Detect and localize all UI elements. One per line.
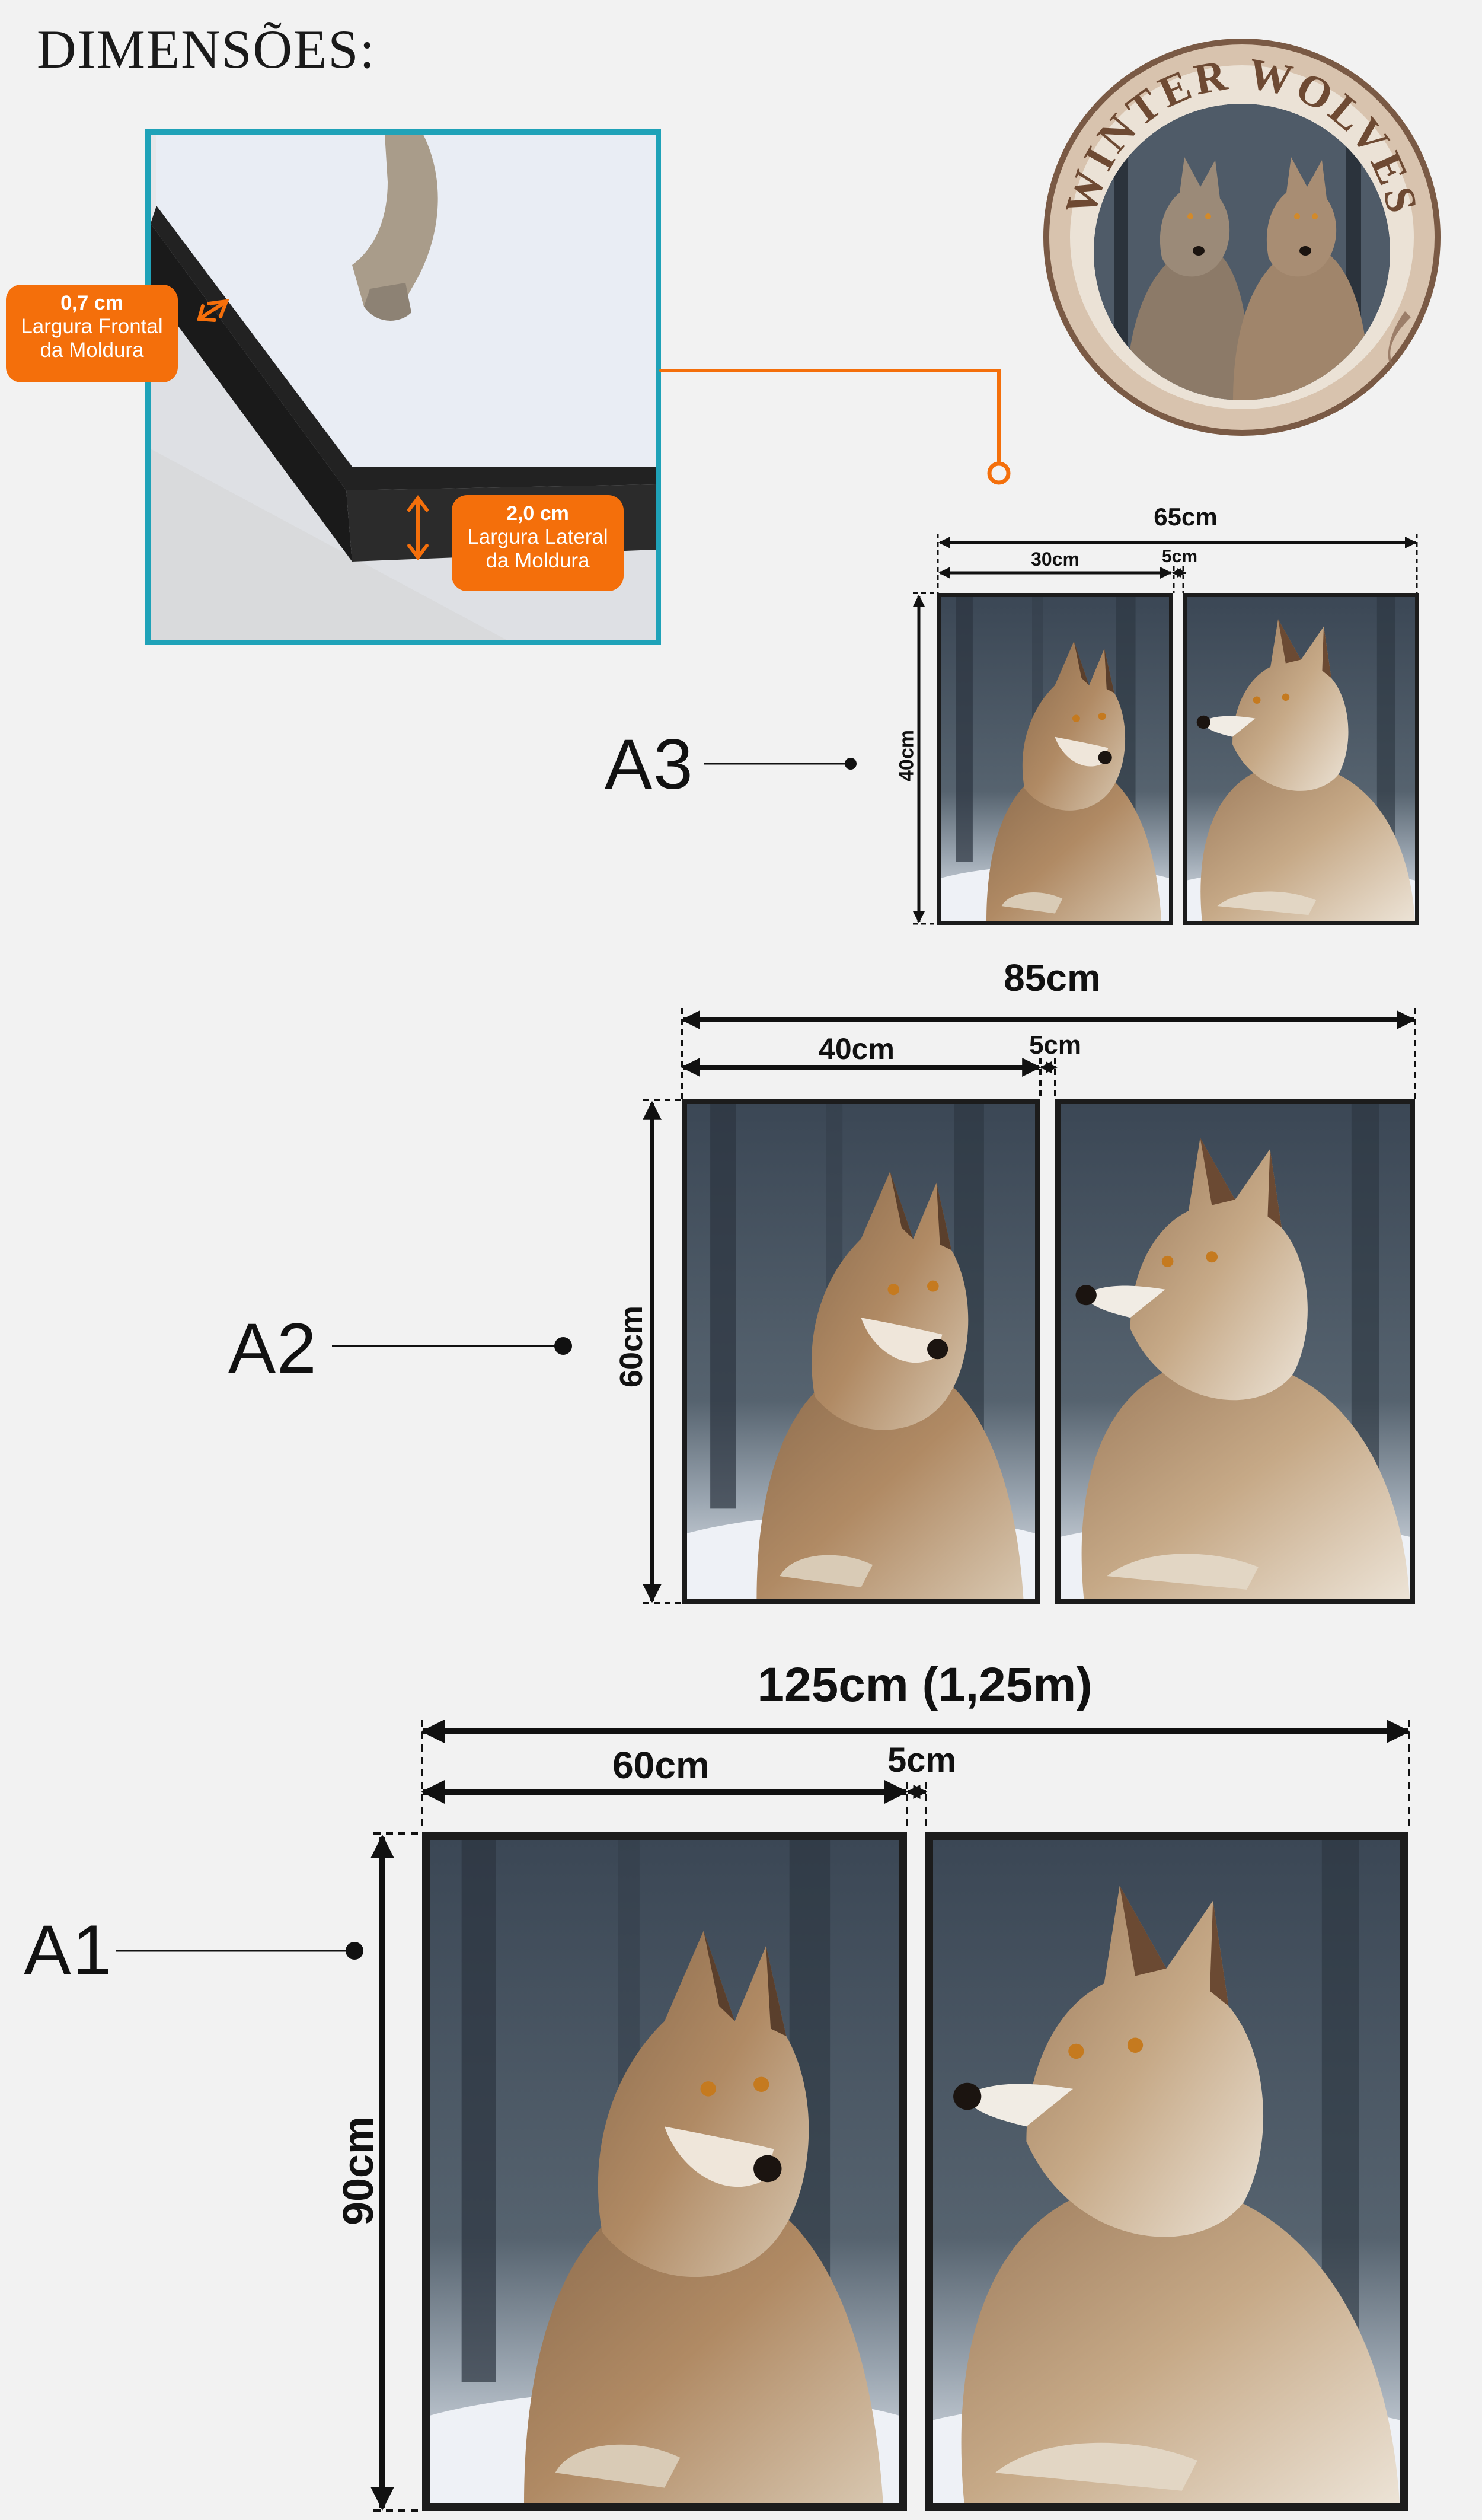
a2-total-width: 85cm <box>1004 956 1101 999</box>
winter-wolves-logo: WINTER WOLVES <box>1037 33 1446 442</box>
a1-panel-left <box>422 1832 907 2511</box>
front-width-value: 0,7 cm <box>60 292 123 314</box>
size-label-a3: A3 <box>605 725 694 804</box>
a3-panel-left <box>937 593 1173 925</box>
front-width-label-line2: da Moldura <box>40 339 144 362</box>
page-title: DIMENSÕES: <box>37 19 376 79</box>
side-width-badge: 2,0 cm Largura Lateral da Moldura <box>452 495 624 591</box>
side-width-value: 2,0 cm <box>506 502 569 525</box>
side-width-label-line1: Largura Lateral <box>467 525 608 549</box>
a1-gap: 5cm <box>887 1741 957 1779</box>
a1-panel-right <box>925 1832 1408 2511</box>
a3-panel-right <box>1183 593 1419 925</box>
a1-panel-width: 60cm <box>612 1744 710 1787</box>
a2-panel-right <box>1055 1099 1415 1604</box>
a3-panel-width: 30cm <box>1031 548 1079 570</box>
front-width-label-line1: Largura Frontal <box>21 315 163 339</box>
a2-panel-left <box>682 1099 1040 1604</box>
size-label-a2: A2 <box>228 1309 318 1388</box>
side-width-label-line2: da Moldura <box>486 549 590 573</box>
a1-total-width: 125cm (1,25m) <box>757 1658 1093 1712</box>
a2-gap: 5cm <box>1029 1031 1082 1060</box>
a3-total-width: 65cm <box>1154 503 1218 531</box>
a3-gap: 5cm <box>1161 547 1198 566</box>
front-width-badge: 0,7 cm Largura Frontal da Moldura <box>6 285 178 382</box>
size-label-a1: A1 <box>24 1910 113 1990</box>
